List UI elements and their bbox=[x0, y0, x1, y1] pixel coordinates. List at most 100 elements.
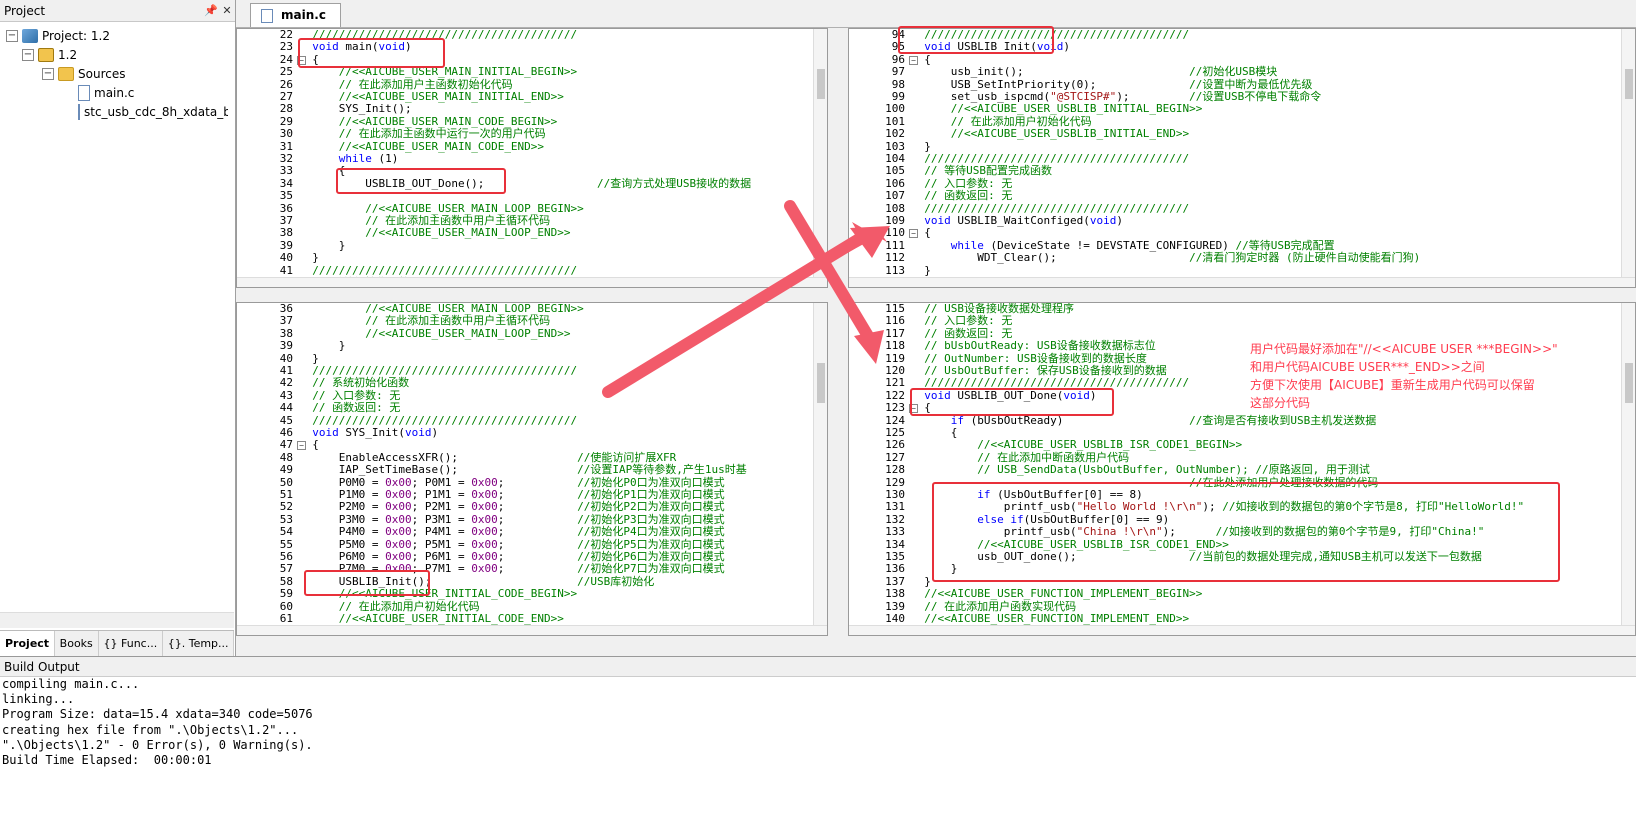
code-line[interactable]: 95 void USBLIB_Init(void) bbox=[849, 40, 1635, 53]
code-line[interactable]: 38 //<<AICUBE_USER_MAIN_LOOP_END>> bbox=[237, 226, 827, 239]
fold-icon[interactable]: − bbox=[909, 404, 918, 414]
code-line[interactable]: 132 else if(UsbOutBuffer[0] == 9) bbox=[849, 513, 1635, 526]
code-line[interactable]: 106 // 入口参数: 无 bbox=[849, 177, 1635, 190]
code-line[interactable]: 138 //<<AICUBE_USER_FUNCTION_IMPLEMENT_B… bbox=[849, 587, 1635, 600]
vertical-scrollbar[interactable] bbox=[1621, 29, 1635, 287]
close-icon[interactable]: ✕ bbox=[222, 4, 232, 17]
code-line[interactable]: 59 //<<AICUBE_USER_INITIAL_CODE_BEGIN>> bbox=[237, 587, 827, 600]
tab-functions[interactable]: {} Func... bbox=[99, 631, 163, 656]
code-line[interactable]: 119 // OutNumber: USB设备接收到的数据长度 bbox=[849, 352, 1635, 365]
code-line[interactable]: 51 P1M0 = 0x00; P1M1 = 0x00; //初始化P1口为准双… bbox=[237, 488, 827, 501]
fold-icon[interactable]: − bbox=[297, 441, 306, 451]
code-line[interactable]: 40 } bbox=[237, 352, 827, 365]
vertical-scrollbar[interactable] bbox=[813, 29, 827, 287]
pin-icon[interactable]: 📌 bbox=[204, 4, 218, 17]
code-line[interactable]: 140 //<<AICUBE_USER_FUNCTION_IMPLEMENT_E… bbox=[849, 612, 1635, 625]
tree-item-lib[interactable]: stc_usb_cdc_8h_xdata_bl: bbox=[78, 102, 228, 122]
code-line[interactable]: 57 P7M0 = 0x00; P7M1 = 0x00; //初始化P7口为准双… bbox=[237, 562, 827, 575]
code-line[interactable]: 36 //<<AICUBE_USER_MAIN_LOOP_BEGIN>> bbox=[237, 202, 827, 215]
code-line[interactable]: 46 void SYS_Init(void) bbox=[237, 426, 827, 439]
code-line[interactable]: 124 if (bUsbOutReady) //查询是否有接收到USB主机发送数… bbox=[849, 414, 1635, 427]
code-line[interactable]: 105 // 等待USB配置完成函数 bbox=[849, 164, 1635, 177]
code-line[interactable]: 58 USBLIB_Init(); //USB库初始化 bbox=[237, 575, 827, 588]
code-line[interactable]: 28 SYS_Init(); bbox=[237, 102, 827, 115]
code-line[interactable]: 39 } bbox=[237, 339, 827, 352]
code-line[interactable]: 23 void main(void) bbox=[237, 40, 827, 53]
code-line[interactable]: 113 } bbox=[849, 264, 1635, 277]
code-line[interactable]: 45 /////////////////////////////////////… bbox=[237, 414, 827, 427]
code-line[interactable]: 120 // UsbOutBuffer: 保存USB设备接收到的数据 bbox=[849, 364, 1635, 377]
code-line[interactable]: 135 usb_OUT_done(); //当前包的数据处理完成,通知USB主机… bbox=[849, 550, 1635, 563]
code-line[interactable]: 128 // USB_SendData(UsbOutBuffer, OutNum… bbox=[849, 463, 1635, 476]
code-line[interactable]: 104 ////////////////////////////////////… bbox=[849, 152, 1635, 165]
code-line[interactable]: 38 //<<AICUBE_USER_MAIN_LOOP_END>> bbox=[237, 327, 827, 340]
code-line[interactable]: 41 /////////////////////////////////////… bbox=[237, 264, 827, 277]
horizontal-scrollbar[interactable] bbox=[237, 625, 827, 635]
code-line[interactable]: 103 } bbox=[849, 140, 1635, 153]
code-line[interactable]: 39 } bbox=[237, 239, 827, 252]
code-line[interactable]: 112 WDT_Clear(); //清看门狗定时器 (防止硬件自动使能看门狗) bbox=[849, 251, 1635, 264]
fold-icon[interactable]: − bbox=[909, 55, 918, 65]
code-line[interactable]: 47− { bbox=[237, 438, 827, 451]
code-line[interactable]: 53 P3M0 = 0x00; P3M1 = 0x00; //初始化P3口为准双… bbox=[237, 513, 827, 526]
code-line[interactable]: 50 P0M0 = 0x00; P0M1 = 0x00; //初始化P0口为准双… bbox=[237, 476, 827, 489]
code-line[interactable]: 42 // 系统初始化函数 bbox=[237, 376, 827, 389]
horizontal-scrollbar[interactable] bbox=[237, 277, 827, 287]
collapse-icon[interactable]: − bbox=[6, 30, 18, 42]
code-line[interactable]: 32 while (1) bbox=[237, 152, 827, 165]
tree-item-sources[interactable]: − Sources bbox=[42, 64, 125, 84]
code-line[interactable]: 97 usb_init(); //初始化USB模块 bbox=[849, 65, 1635, 78]
scrollbar-thumb[interactable] bbox=[1625, 363, 1633, 403]
code-line[interactable]: 100 //<<AICUBE_USER_USBLIB_INITIAL_BEGIN… bbox=[849, 102, 1635, 115]
code-line[interactable]: 26 // 在此添加用户主函数初始化代码 bbox=[237, 78, 827, 91]
code-line[interactable]: 44 // 函数返回: 无 bbox=[237, 401, 827, 414]
editor-pane-bottom-left[interactable]: 36 //<<AICUBE_USER_MAIN_LOOP_BEGIN>>37 /… bbox=[236, 302, 828, 636]
code-line[interactable]: 101 // 在此添加用户初始化代码 bbox=[849, 115, 1635, 128]
code-line[interactable]: 130 if (UsbOutBuffer[0] == 8) bbox=[849, 488, 1635, 501]
tree-item-project[interactable]: − Project: 1.2 bbox=[6, 26, 110, 46]
tree-item-main-c[interactable]: main.c bbox=[78, 83, 134, 103]
code-line[interactable]: 25 //<<AICUBE_USER_MAIN_INITIAL_BEGIN>> bbox=[237, 65, 827, 78]
code-line[interactable]: 131 printf_usb("Hello World !\r\n"); //如… bbox=[849, 500, 1635, 513]
code-line[interactable]: 27 //<<AICUBE_USER_MAIN_INITIAL_END>> bbox=[237, 90, 827, 103]
code-line[interactable]: 122 void USBLIB_OUT_Done(void) bbox=[849, 389, 1635, 402]
code-line[interactable]: 99 set_usb_ispcmd("@STCISP#"); //设置USB不停… bbox=[849, 90, 1635, 103]
code-line[interactable]: 125 { bbox=[849, 426, 1635, 439]
code-line[interactable]: 133 printf_usb("China !\r\n"); //如接收到的数据… bbox=[849, 525, 1635, 538]
code-line[interactable]: 36 //<<AICUBE_USER_MAIN_LOOP_BEGIN>> bbox=[237, 303, 827, 315]
code-line[interactable]: 37 // 在此添加主函数中用户主循环代码 bbox=[237, 314, 827, 327]
tab-project[interactable]: Project bbox=[0, 631, 55, 656]
editor-pane-top-right[interactable]: 94 /////////////////////////////////////… bbox=[848, 28, 1636, 288]
code-line[interactable]: 34 USBLIB_OUT_Done(); //查询方式处理USB接收的数据 bbox=[237, 177, 827, 190]
code-line[interactable]: 117 // 函数返回: 无 bbox=[849, 327, 1635, 340]
code-line[interactable]: 139 // 在此添加用户函数实现代码 bbox=[849, 600, 1635, 613]
tab-books[interactable]: Books bbox=[55, 631, 99, 656]
code-line[interactable]: 96− { bbox=[849, 53, 1635, 66]
code-line[interactable]: 30 // 在此添加主函数中运行一次的用户代码 bbox=[237, 127, 827, 140]
code-line[interactable]: 55 P5M0 = 0x00; P5M1 = 0x00; //初始化P5口为准双… bbox=[237, 538, 827, 551]
fold-icon[interactable]: − bbox=[909, 229, 918, 239]
code-line[interactable]: 109 void USBLIB_WaitConfiged(void) bbox=[849, 214, 1635, 227]
code-line[interactable]: 137 } bbox=[849, 575, 1635, 588]
code-line[interactable]: 22 /////////////////////////////////////… bbox=[237, 29, 827, 41]
code-line[interactable]: 24− { bbox=[237, 53, 827, 66]
vertical-scrollbar[interactable] bbox=[813, 303, 827, 635]
vertical-scrollbar[interactable] bbox=[1621, 303, 1635, 635]
code-line[interactable]: 121 ////////////////////////////////////… bbox=[849, 376, 1635, 389]
code-line[interactable]: 136 } bbox=[849, 562, 1635, 575]
code-line[interactable]: 126 //<<AICUBE_USER_USBLIB_ISR_CODE1_BEG… bbox=[849, 438, 1635, 451]
code-line[interactable]: 108 ////////////////////////////////////… bbox=[849, 202, 1635, 215]
collapse-icon[interactable]: − bbox=[42, 68, 54, 80]
scrollbar-thumb[interactable] bbox=[1625, 69, 1633, 99]
code-line[interactable]: 118 // bUsbOutReady: USB设备接收数据标志位 bbox=[849, 339, 1635, 352]
code-line[interactable]: 110− { bbox=[849, 226, 1635, 239]
collapse-icon[interactable]: − bbox=[22, 49, 34, 61]
code-line[interactable]: 52 P2M0 = 0x00; P2M1 = 0x00; //初始化P2口为准双… bbox=[237, 500, 827, 513]
tree-item-target[interactable]: − 1.2 bbox=[22, 45, 77, 65]
code-line[interactable]: 98 USB_SetIntPriority(0); //设置中断为最低优先级 bbox=[849, 78, 1635, 91]
code-line[interactable]: 134 //<<AICUBE_USER_USBLIB_ISR_CODE1_END… bbox=[849, 538, 1635, 551]
code-line[interactable]: 40 } bbox=[237, 251, 827, 264]
code-line[interactable]: 31 //<<AICUBE_USER_MAIN_CODE_END>> bbox=[237, 140, 827, 153]
code-line[interactable]: 56 P6M0 = 0x00; P6M1 = 0x00; //初始化P6口为准双… bbox=[237, 550, 827, 563]
code-line[interactable]: 54 P4M0 = 0x00; P4M1 = 0x00; //初始化P4口为准双… bbox=[237, 525, 827, 538]
